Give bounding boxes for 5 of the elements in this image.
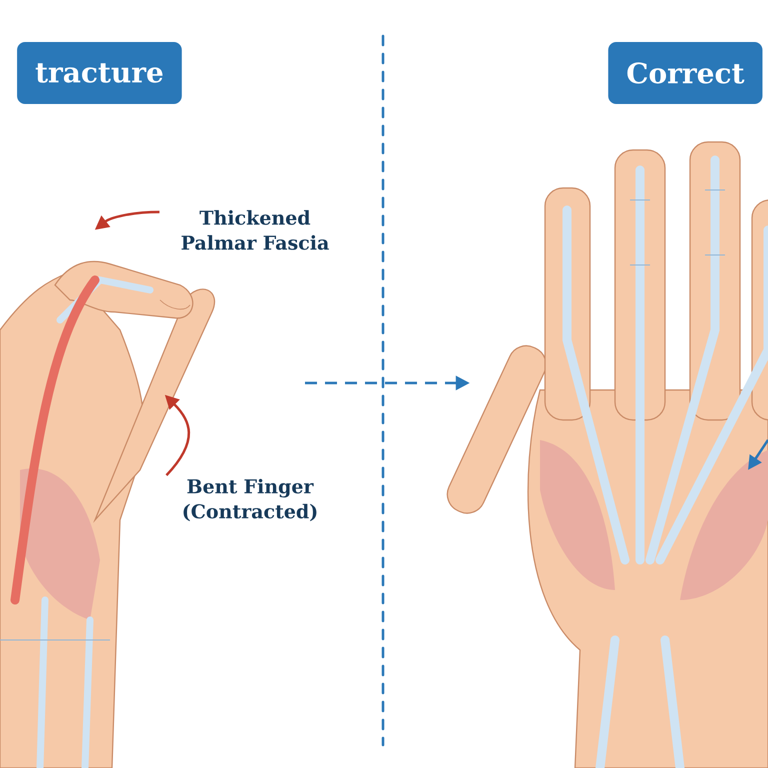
- callout-label: Thickened Palmar Fascia: [182, 210, 329, 250]
- callout-label: Bent Finger (Contracted): [184, 478, 316, 522]
- hand-drawing: [446, 141, 768, 768]
- title-badge: tracture: [17, 42, 182, 104]
- title-badge: Correct: [608, 42, 762, 104]
